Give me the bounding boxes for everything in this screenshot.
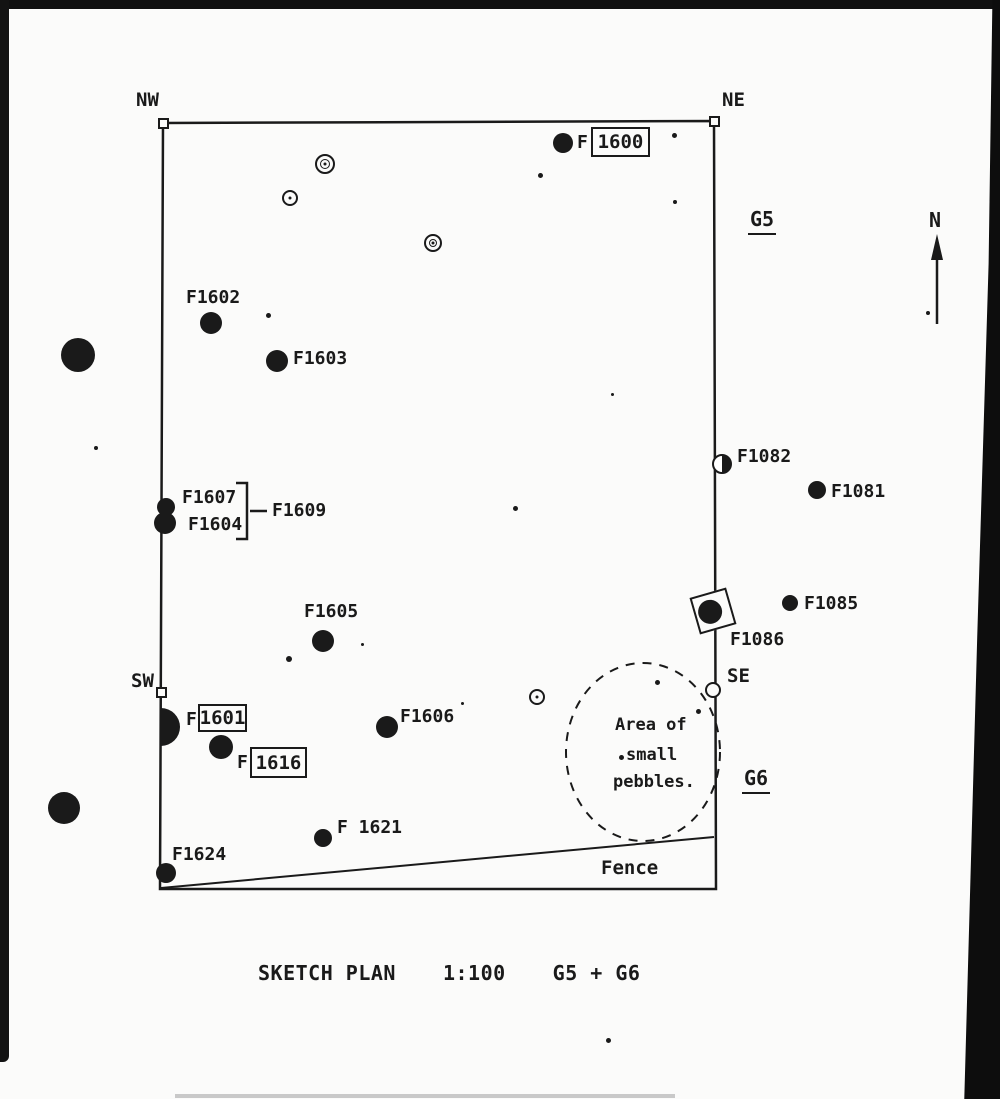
feature-marker-f1604 xyxy=(154,512,176,534)
feature-label-f1086: F1086 xyxy=(730,629,785,650)
feature-marker-f1081 xyxy=(808,481,826,499)
symbol-filled-4 xyxy=(61,338,95,372)
feature-label-f1085: F1085 xyxy=(804,593,859,614)
caption-grids: G5 + G6 xyxy=(552,961,641,985)
dot-12 xyxy=(618,754,624,760)
dot-8 xyxy=(360,642,364,646)
symbol-open-dot-3 xyxy=(529,689,545,705)
scan-border-left xyxy=(0,0,9,1062)
symbol-filled-5 xyxy=(48,792,80,824)
pebbles-text-line1: Area of xyxy=(615,715,687,735)
dot-9 xyxy=(460,701,464,705)
corner-label-nw: NW xyxy=(136,89,159,111)
dot-5 xyxy=(94,446,98,450)
dot-11 xyxy=(695,708,701,714)
corner-marker-sw xyxy=(155,686,167,698)
symbol-double-dot-2-center-dot xyxy=(431,241,435,245)
dot-0 xyxy=(671,132,677,138)
feature-label-f1605: F1605 xyxy=(304,601,359,622)
feature-marker-f1600 xyxy=(553,133,573,153)
corner-label-se: SE xyxy=(727,665,750,687)
feature-label-f1606: F1606 xyxy=(400,706,455,727)
dot-1 xyxy=(537,172,543,178)
symbol-double-dot-2 xyxy=(424,234,442,252)
feature-number-box-f1600: 1600 xyxy=(591,127,650,157)
feature-label-f1616: F xyxy=(237,752,248,773)
feature-label-f1621: F 1621 xyxy=(337,817,403,838)
caption: SKETCH PLAN 1:100 G5 + G6 xyxy=(258,961,640,985)
symbol-open-dot-1 xyxy=(282,190,298,206)
symbol-double-dot-2-inner-ring xyxy=(429,239,437,247)
feature-marker-f1621 xyxy=(314,829,332,847)
feature-marker-f1605 xyxy=(312,630,334,652)
dot-14 xyxy=(605,1037,611,1043)
feature-marker-f1603 xyxy=(266,350,288,372)
dot-6 xyxy=(512,505,518,511)
dot-4 xyxy=(610,392,614,396)
caption-title: SKETCH PLAN xyxy=(258,961,396,985)
dot-3 xyxy=(265,312,271,318)
dot-7 xyxy=(286,656,292,662)
feature-label-f1603: F1603 xyxy=(293,348,348,369)
f1609-bracket xyxy=(236,481,267,541)
caption-scale: 1:100 xyxy=(442,961,506,985)
symbol-double-dot-0-inner-ring xyxy=(320,159,330,169)
feature-label-f1609: F1609 xyxy=(272,500,327,521)
feature-marker-f1602 xyxy=(200,312,222,334)
grid-label-g6: G6 xyxy=(742,766,771,794)
dot-13 xyxy=(926,311,930,315)
symbol-open-dot-1-center-dot xyxy=(288,196,292,200)
feature-label-f1082: F1082 xyxy=(737,446,792,467)
scan-border-bottom xyxy=(175,1094,675,1098)
feature-number-box-f1601: 1601 xyxy=(198,704,247,732)
pebbles-text-line2: small xyxy=(626,745,678,765)
feature-label-f1602: F1602 xyxy=(186,287,241,308)
feature-marker-f1606 xyxy=(376,716,398,738)
feature-label-f1600: F xyxy=(577,132,588,153)
scan-border-top xyxy=(0,0,1000,9)
feature-marker-f1624 xyxy=(156,863,176,883)
feature-marker-f1086-fill-disc xyxy=(695,596,725,627)
trench-outline xyxy=(158,119,718,891)
feature-label-f1081: F1081 xyxy=(831,481,886,502)
fence-label: Fence xyxy=(601,857,659,879)
feature-marker-f1601 xyxy=(161,708,180,746)
feature-marker-f1607 xyxy=(157,498,175,516)
north-label: N xyxy=(929,208,942,232)
corner-label-sw: SW xyxy=(131,670,154,692)
corner-marker-ne xyxy=(708,115,720,127)
feature-number-box-f1616: 1616 xyxy=(250,747,307,778)
feature-label-f1601: F xyxy=(186,709,197,730)
feature-label-f1604: F1604 xyxy=(188,514,243,535)
corner-label-ne: NE xyxy=(722,89,745,111)
symbol-double-dot-0 xyxy=(315,154,335,174)
feature-marker-f1082 xyxy=(712,454,732,474)
feature-marker-f1085 xyxy=(782,595,798,611)
pebbles-text-line3: pebbles. xyxy=(613,772,695,792)
grid-label-g5: G5 xyxy=(748,207,777,235)
symbol-open-dot-3-center-dot xyxy=(535,695,539,699)
dot-2 xyxy=(673,200,677,204)
pebble-area-dashed-ellipse xyxy=(565,662,721,842)
feature-label-f1607: F1607 xyxy=(182,487,237,508)
fence-line xyxy=(160,836,715,889)
corner-marker-nw xyxy=(157,117,169,129)
dot-10 xyxy=(654,679,660,685)
north-arrow-head xyxy=(931,234,943,260)
symbol-double-dot-0-center-dot xyxy=(323,162,327,166)
feature-marker-f1616 xyxy=(209,735,233,759)
feature-label-f1624: F1624 xyxy=(172,844,227,865)
corner-marker-se xyxy=(705,682,721,698)
